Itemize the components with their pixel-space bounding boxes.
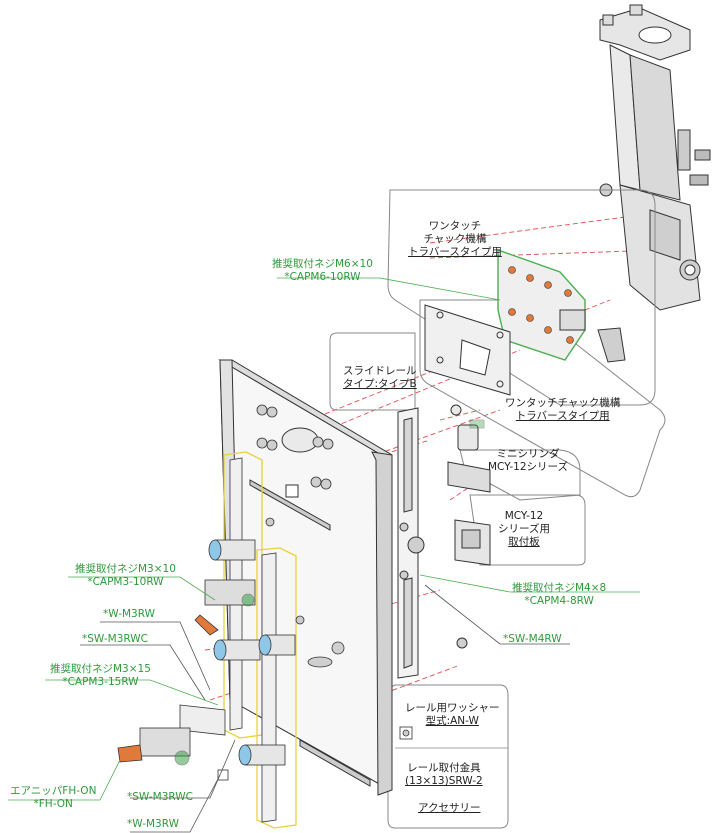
label-line: トラバースタイプ用 (515, 410, 610, 422)
label-line: スライドレール (343, 365, 417, 377)
label-line: シリーズ用 (498, 523, 550, 535)
label-line: ワンタッチチャック機構 (505, 397, 621, 409)
label-line: 型式:AN-W (425, 715, 479, 727)
label-sw-m3rwc-top: *SW-M3RWC (82, 633, 148, 645)
label-line: トラバースタイプ用 (408, 246, 502, 258)
base-plate (218, 359, 393, 796)
air-nipper-upper (194, 579, 256, 636)
label-line: *FH-ON (33, 798, 73, 810)
leader-lines (8, 277, 640, 833)
label-screw-m6: 推奨取付ネジM6×10 *CAPM6-10RW (272, 258, 373, 284)
chuck-mount-plate (424, 304, 511, 396)
label-line: MCY-12シリーズ (488, 461, 568, 473)
accessory-parts (399, 726, 413, 740)
label-air-nipper: エアニッパFH-ON *FH-ON (10, 785, 96, 811)
label-mcy-plate: MCY-12 シリーズ用 取付板 (498, 510, 550, 549)
label-screw-m3x15: 推奨取付ネジM3×15 *CAPM3-15RW (50, 663, 151, 689)
callout-boxes (329, 189, 666, 829)
label-one-touch-chuck-traverse: ワンタッチ チャック機構 トラバースタイプ用 (408, 220, 502, 259)
label-line: MCY-12 (504, 510, 544, 522)
label-screw-m3x10: 推奨取付ネジM3×10 *CAPM3-10RW (75, 563, 176, 589)
label-rail-bracket: レール取付金具 (13×13)SRW-2 (405, 762, 483, 788)
label-rail-washer: レール用ワッシャー 型式:AN-W (405, 702, 500, 728)
air-nipper-lower (117, 704, 229, 781)
label-line: ミニシリンダ (496, 448, 560, 460)
label-line: レール取付金具 (407, 762, 481, 774)
label-line: *CAPM3-15RW (62, 676, 139, 688)
label-line: 推奨取付ネジM4×8 (512, 582, 607, 594)
label-w-m3rw-top: *W-M3RW (103, 608, 155, 620)
label-line: タイプ:タイプB (343, 378, 417, 390)
label-line: *CAPM6-10RW (284, 271, 361, 283)
label-accessory: アクセサリー (418, 802, 481, 814)
left-cylinders (208, 517, 305, 766)
label-mini-cylinder: ミニシリンダ MCY-12シリーズ (488, 448, 568, 474)
label-line: チャック機構 (423, 233, 487, 245)
label-line: 推奨取付ネジM3×15 (50, 663, 151, 675)
label-line: ワンタッチ (428, 220, 482, 232)
label-line: レール用ワッシャー (405, 702, 500, 714)
label-one-touch-chuck-traverse-2: ワンタッチチャック機構 トラバースタイプ用 (505, 397, 620, 423)
label-w-m3rw-bottom: *W-M3RW (127, 818, 179, 830)
label-line: 推奨取付ネジM6×10 (272, 258, 373, 270)
tower-arm-assembly (599, 4, 711, 311)
label-slide-rail: スライドレール タイプ:タイプB (343, 365, 417, 391)
label-screw-m4: 推奨取付ネジM4×8 *CAPM4-8RW (512, 582, 606, 608)
label-line: (13×13)SRW-2 (405, 775, 483, 787)
mini-cylinder (447, 404, 491, 566)
label-sw-m4rw: *SW-M4RW (503, 633, 562, 645)
label-sw-m3rwc-bottom: *SW-M3RWC (127, 791, 193, 803)
label-line: 推奨取付ネジM3×10 (75, 563, 176, 575)
label-line: *CAPM4-8RW (524, 595, 594, 607)
label-line: エアニッパFH-ON (10, 785, 97, 797)
label-line: 取付板 (508, 536, 540, 548)
plate-bolts (256, 404, 345, 668)
slide-rail (397, 407, 468, 679)
label-line: *CAPM3-10RW (87, 576, 164, 588)
one-touch-chuck-block (497, 249, 626, 363)
